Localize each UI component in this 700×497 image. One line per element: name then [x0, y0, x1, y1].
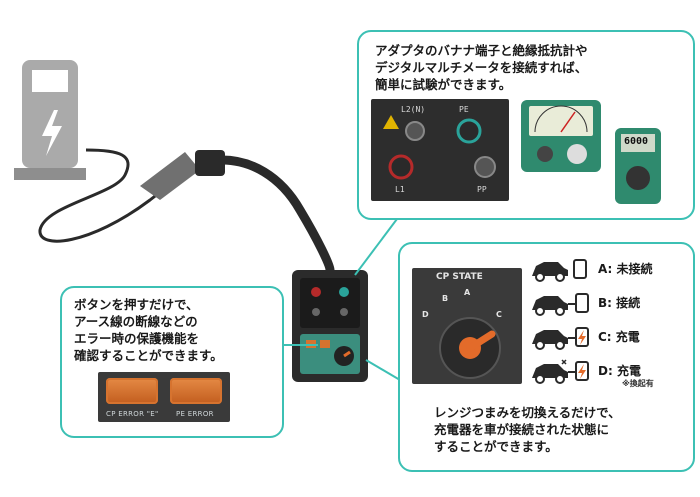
- plug-icon: [568, 361, 589, 381]
- terminal-panel-photo: L2(N) PE L1 PP: [371, 99, 509, 201]
- plug-icon: [568, 327, 589, 347]
- callout-test-terminals: アダプタのバナナ端子と絶縁抵抗計や デジタルマルチメータを接続すれば、 簡単に試…: [357, 30, 695, 220]
- dial-title: CP STATE: [436, 272, 483, 282]
- ev-adapter: [292, 270, 368, 382]
- lightning-icon: [42, 110, 62, 156]
- callout-cp-state: CP STATE D A B C レンジつまみを切換えるだけで、 充電器を車が接…: [398, 242, 695, 472]
- lightning-icon: [578, 330, 586, 345]
- plug-icon: [573, 259, 587, 279]
- car-icon: [532, 262, 568, 282]
- terminal-label: PE: [459, 105, 469, 114]
- caption-line: 充電器を車が接続された状態に: [434, 422, 610, 437]
- callout-error-buttons: ボタンを押すだけで、 アース線の断線などの エラー時の保護機能を 確認することが…: [60, 286, 284, 438]
- cp-error-button[interactable]: [106, 378, 158, 404]
- cp-state-dial-photo: CP STATE D A B C: [412, 268, 522, 384]
- insulation-tester-photo: [519, 96, 603, 176]
- multimeter-reading: 6000: [624, 136, 649, 147]
- charging-station-icon: [14, 52, 86, 182]
- caption-line: アダプタのバナナ端子と絶縁抵抗計や: [375, 43, 588, 58]
- state-row-c: C: 充電: [530, 322, 695, 352]
- fan-icon: [561, 359, 567, 365]
- state-row-b: B: 接続: [530, 288, 695, 318]
- state-label: A: 未接続: [598, 262, 653, 276]
- state-row-d: D: 充電 ※換起有: [530, 356, 695, 388]
- car-icon: [532, 364, 568, 384]
- caption-line: ボタンを押すだけで、: [74, 297, 199, 312]
- state-label: B: 接続: [598, 296, 641, 310]
- button-label: PE ERROR: [176, 410, 214, 418]
- dial-letter: B: [442, 294, 449, 303]
- terminal-label: L2(N): [401, 105, 426, 114]
- caption-line: デジタルマルチメータを接続すれば、: [375, 60, 588, 75]
- caption-line: アース線の断線などの: [74, 314, 198, 329]
- state-row-a: A: 未接続: [530, 254, 695, 284]
- caption-line: することができます。: [434, 439, 558, 454]
- pe-error-button[interactable]: [170, 378, 222, 404]
- error-buttons-photo: CP ERROR "E" PE ERROR: [98, 372, 230, 422]
- lightning-icon: [578, 364, 586, 379]
- caption-line: 確認することができます。: [74, 348, 223, 363]
- car-icon: [532, 330, 568, 350]
- multimeter-photo: 6000: [613, 126, 663, 206]
- caption-line: 簡単に試験ができます。: [375, 77, 512, 92]
- car-icon: [532, 296, 568, 316]
- dial-letter: D: [422, 310, 429, 319]
- ventilation-note: ※換起有: [622, 379, 654, 388]
- plug-icon: [568, 293, 589, 313]
- state-label: D: 充電: [598, 364, 641, 378]
- connector-plug: [140, 150, 335, 271]
- dial-letter: C: [496, 310, 502, 319]
- dial-letter: A: [464, 288, 471, 297]
- state-label: C: 充電: [598, 330, 640, 344]
- button-label: CP ERROR "E": [106, 410, 159, 418]
- terminal-label: L1: [395, 185, 405, 194]
- terminal-label: PP: [477, 185, 487, 194]
- caption-line: エラー時の保護機能を: [74, 331, 200, 346]
- caption-line: レンジつまみを切換えるだけで、: [434, 405, 621, 420]
